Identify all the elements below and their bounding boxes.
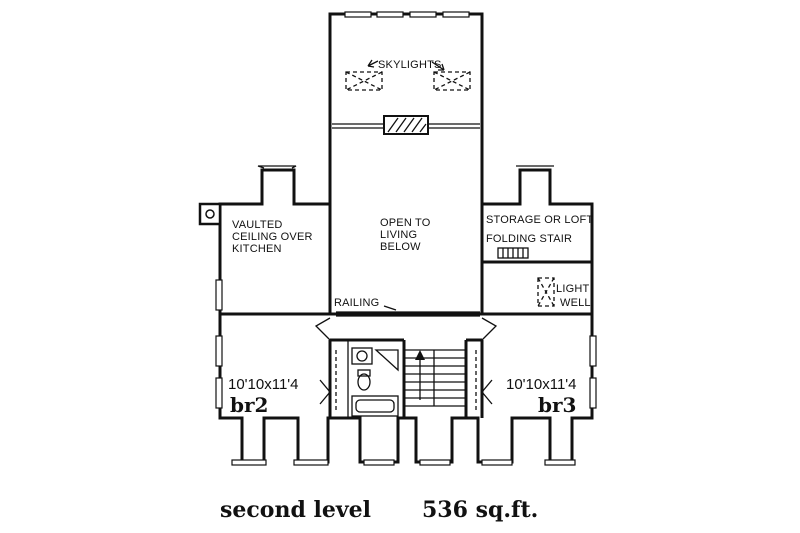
right-wing: STORAGE OR LOFT FOLDING STAIR LIGHT WELL (482, 165, 594, 314)
vaulted-label-2: CEILING OVER (232, 231, 313, 243)
open-label-2: LIVING (380, 229, 417, 241)
light-well (537, 277, 555, 307)
skylight-right (433, 71, 471, 91)
caption-area: 536 sq.ft. (422, 497, 538, 523)
vaulted-label-3: KITCHEN (232, 243, 282, 255)
left-wing: VAULTED CEILING OVER KITCHEN (198, 165, 330, 314)
skylights-label: SKYLIGHTS (378, 59, 442, 71)
central-block: SKYLIGHTS OPEN TO LIVING BELOW (328, 11, 484, 316)
sink (351, 347, 373, 365)
br2-name: br2 (230, 393, 268, 417)
chimney (383, 115, 429, 135)
toilet (357, 373, 371, 391)
light-well-label-1: LIGHT (556, 283, 589, 295)
railing: RAILING (334, 297, 480, 317)
vaulted-label-1: VAULTED (232, 219, 283, 231)
open-label-1: OPEN TO (380, 217, 431, 229)
bathtub (351, 395, 399, 417)
folding-stair-label: FOLDING STAIR (486, 233, 572, 245)
caption-level: second level (220, 497, 371, 523)
skylight-left (345, 71, 383, 91)
open-label-3: BELOW (380, 241, 421, 253)
br2-dims: 10'10x11'4 (228, 376, 299, 393)
br3-dims: 10'10x11'4 (506, 376, 577, 393)
storage-label: STORAGE OR LOFT (486, 214, 593, 226)
lower-level (215, 312, 597, 466)
light-well-label-2: WELL (560, 297, 591, 309)
br3-name: br3 (538, 393, 576, 417)
stair (404, 349, 466, 407)
railing-label: RAILING (334, 297, 379, 309)
